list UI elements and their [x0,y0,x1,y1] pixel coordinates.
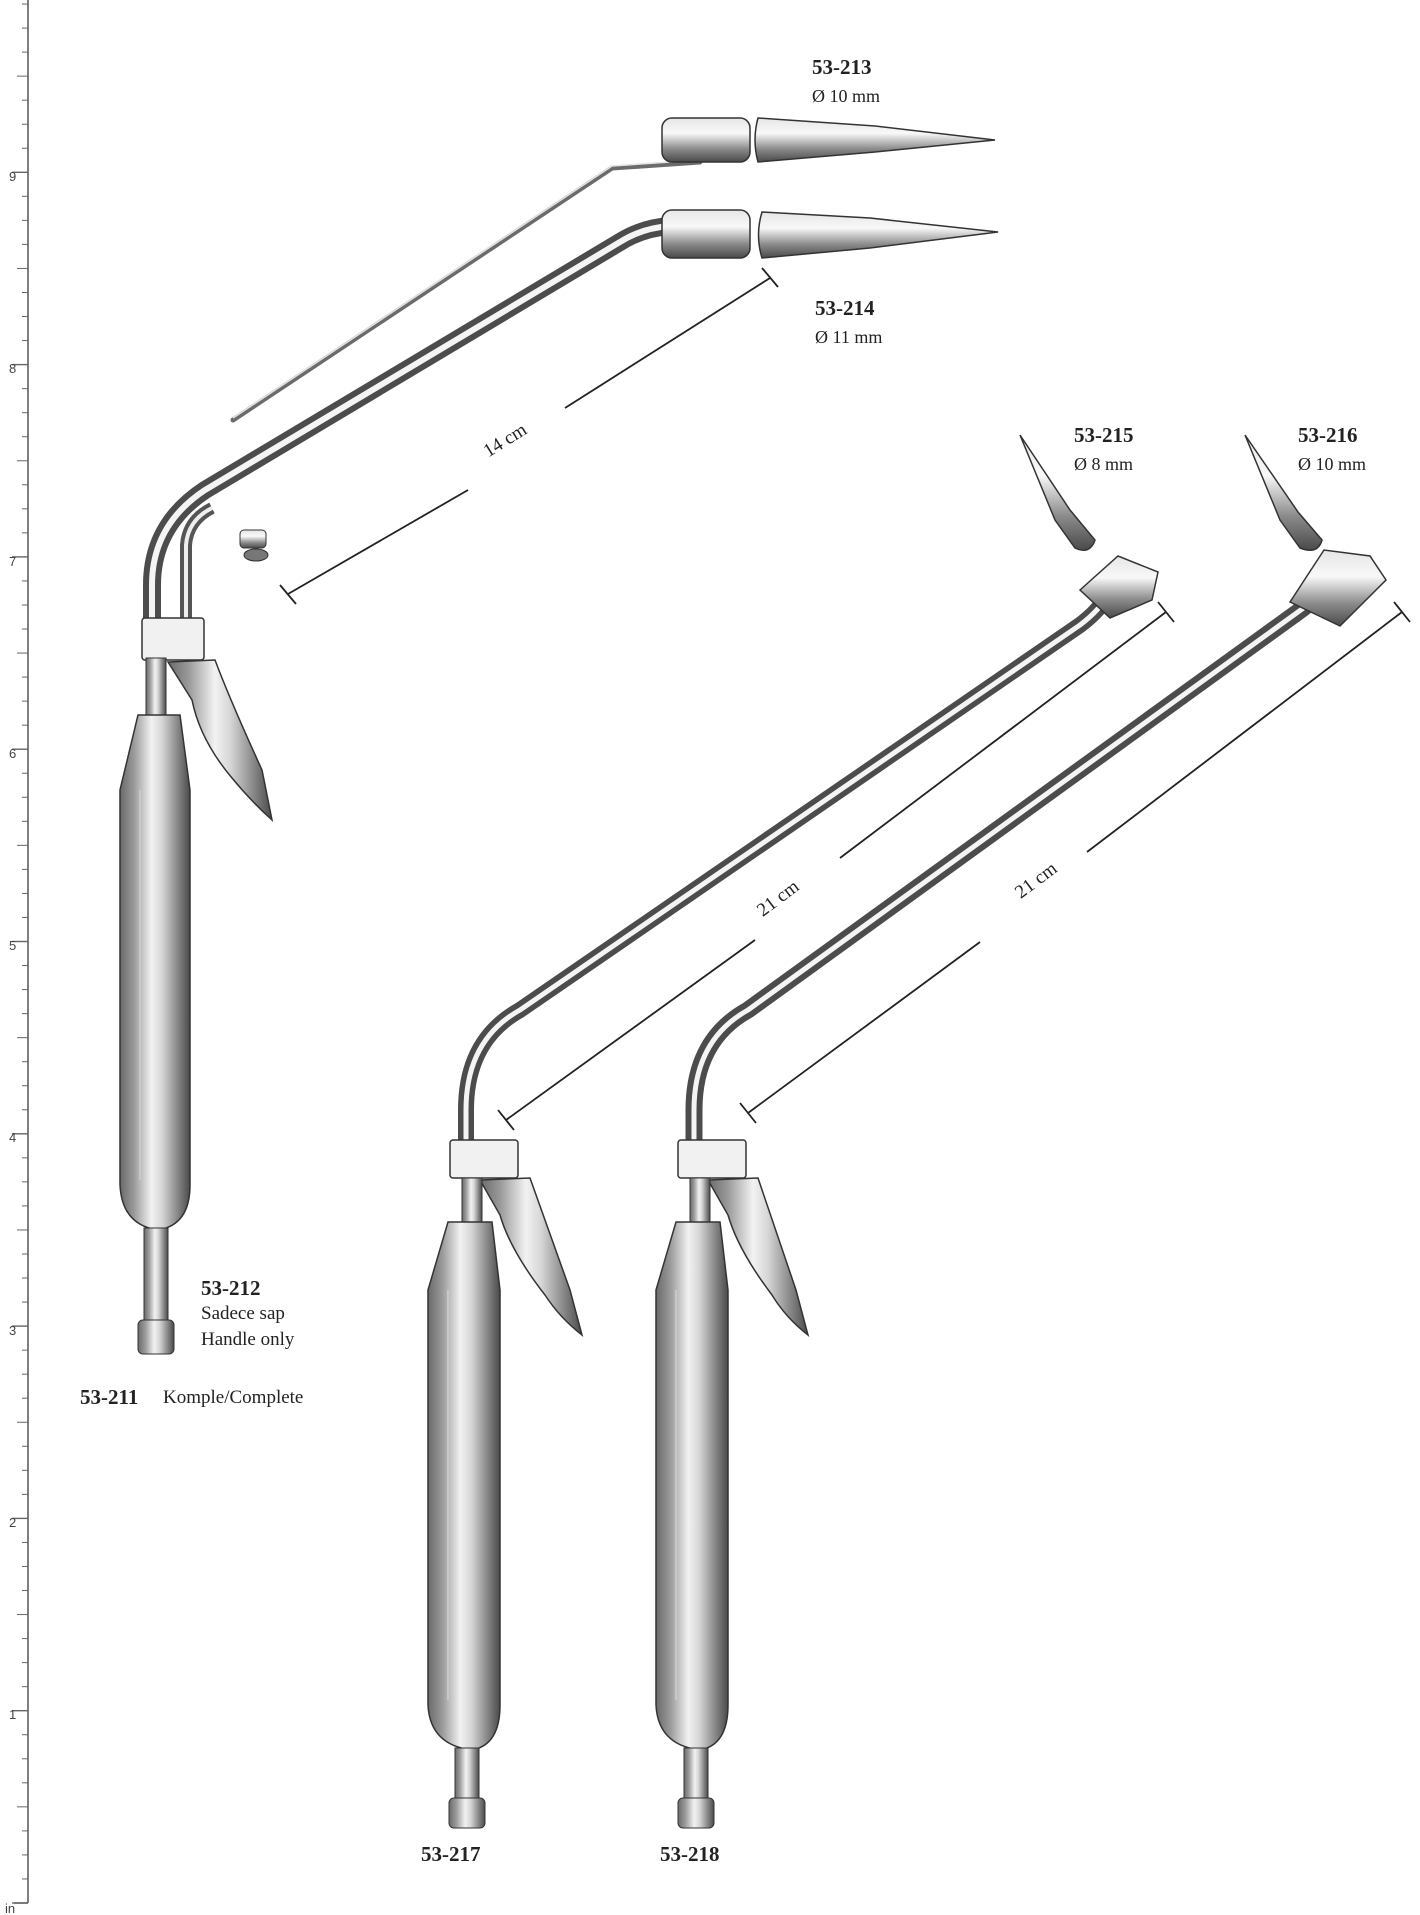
diameter-53-213: Ø 10 mm [812,86,881,106]
diameter-53-215: Ø 8 mm [1074,454,1134,474]
ruler-number-2: 2 [9,1515,16,1530]
instrument-53-218 [655,434,1387,1829]
dimension-line-21cm-a [497,601,1175,1131]
product-code-53-216: 53-216 [1298,423,1358,447]
product-code-53-218: 53-218 [660,1842,720,1866]
ruler-number-9: 9 [9,169,16,184]
ruler-unit: in [5,1901,15,1915]
product-code-53-214: 53-214 [815,296,875,320]
instrument-53-211 [119,117,999,1355]
dimension-line-21cm-b [739,601,1411,1124]
product-code-53-217: 53-217 [421,1842,481,1866]
ruler-number-6: 6 [9,746,16,761]
ruler: 9 8 7 6 5 4 3 2 1 in [5,0,29,1915]
ruler-number-5: 5 [9,938,16,953]
description-53-211: Komple/Complete [163,1387,304,1408]
description-53-212-en: Handle only [201,1329,295,1350]
product-code-53-212: 53-212 [201,1276,261,1300]
ruler-number-4: 4 [9,1130,16,1145]
diameter-53-214: Ø 11 mm [815,327,883,347]
diameter-53-216: Ø 10 mm [1298,454,1367,474]
ruler-ticks [12,3,28,1904]
product-code-53-215: 53-215 [1074,423,1134,447]
dimension-line-14cm [279,267,779,605]
ruler-number-3: 3 [9,1323,16,1338]
product-code-53-211: 53-211 [80,1385,139,1409]
instrument-53-217 [427,434,1159,1829]
product-code-53-213: 53-213 [812,55,872,79]
ruler-number-8: 8 [9,361,16,376]
description-53-212-tr: Sadece sap [201,1303,285,1324]
ruler-number-7: 7 [9,554,16,569]
ruler-number-1: 1 [9,1707,16,1722]
